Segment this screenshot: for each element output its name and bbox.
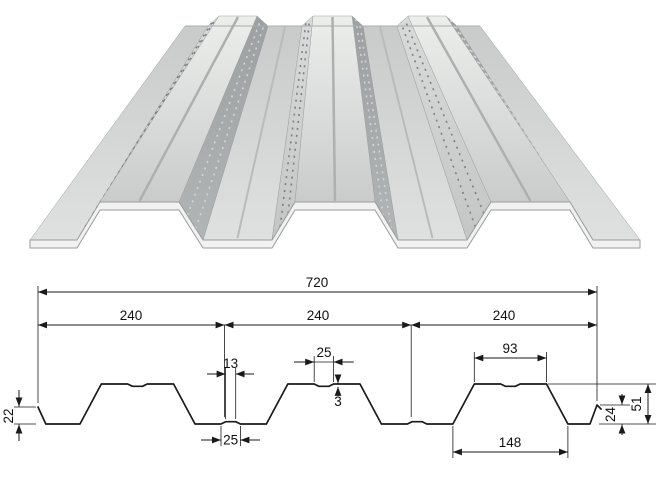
profile-outline — [37, 383, 602, 425]
dim-groove-depth: 3 — [334, 394, 342, 409]
dim-flange-groove-width-group: 25 — [201, 426, 260, 448]
web-embossment-dots — [84, 18, 587, 230]
dim-pitch-3: 240 — [493, 308, 516, 323]
dim-groove-depth-group: 3 — [334, 374, 342, 409]
crest-groove-line — [425, 16, 532, 202]
dim-pitch-1: 240 — [120, 308, 143, 323]
profile-dimension-drawing: 720 240 240 240 25 — [1, 275, 656, 458]
dim-flange-groove-width: 25 — [223, 433, 238, 448]
dim-rib-base-width: 148 — [499, 435, 522, 450]
dim-overall-width-group: 720 — [37, 275, 598, 403]
dim-rib-base-width-group: 148 — [452, 426, 569, 458]
dim-right-edge-height-group: 24 — [600, 394, 630, 435]
dim-profile-height-group: 51 — [548, 383, 656, 425]
crest-groove-line — [138, 16, 240, 202]
dim-flange-groove-top-width: 13 — [223, 356, 238, 371]
dim-crest-groove-width: 25 — [316, 345, 331, 360]
dim-profile-height: 51 — [629, 396, 644, 411]
dim-crest-width-group: 93 — [473, 341, 547, 382]
flange-groove-line — [236, 26, 286, 239]
deck-3d-render — [29, 15, 641, 249]
dim-pitch-2: 240 — [307, 308, 330, 323]
deck-bottom-flanges — [29, 25, 641, 241]
dim-overall-width: 720 — [306, 275, 329, 290]
dim-left-edge-height-group: 22 — [1, 390, 36, 441]
crest-groove-line — [331, 16, 337, 202]
deck-front-edge-face — [29, 201, 641, 249]
deck-rib-crests — [99, 15, 571, 203]
dim-pitches-group: 240 240 240 — [38, 308, 597, 417]
dim-crest-groove-group: 25 — [294, 345, 354, 382]
dim-right-edge-height: 24 — [603, 407, 618, 423]
dim-crest-width: 93 — [502, 341, 517, 356]
dim-flange-groove-top-group: 13 — [207, 356, 254, 419]
flange-groove-line — [379, 26, 434, 239]
dim-left-edge-height: 22 — [1, 408, 16, 423]
